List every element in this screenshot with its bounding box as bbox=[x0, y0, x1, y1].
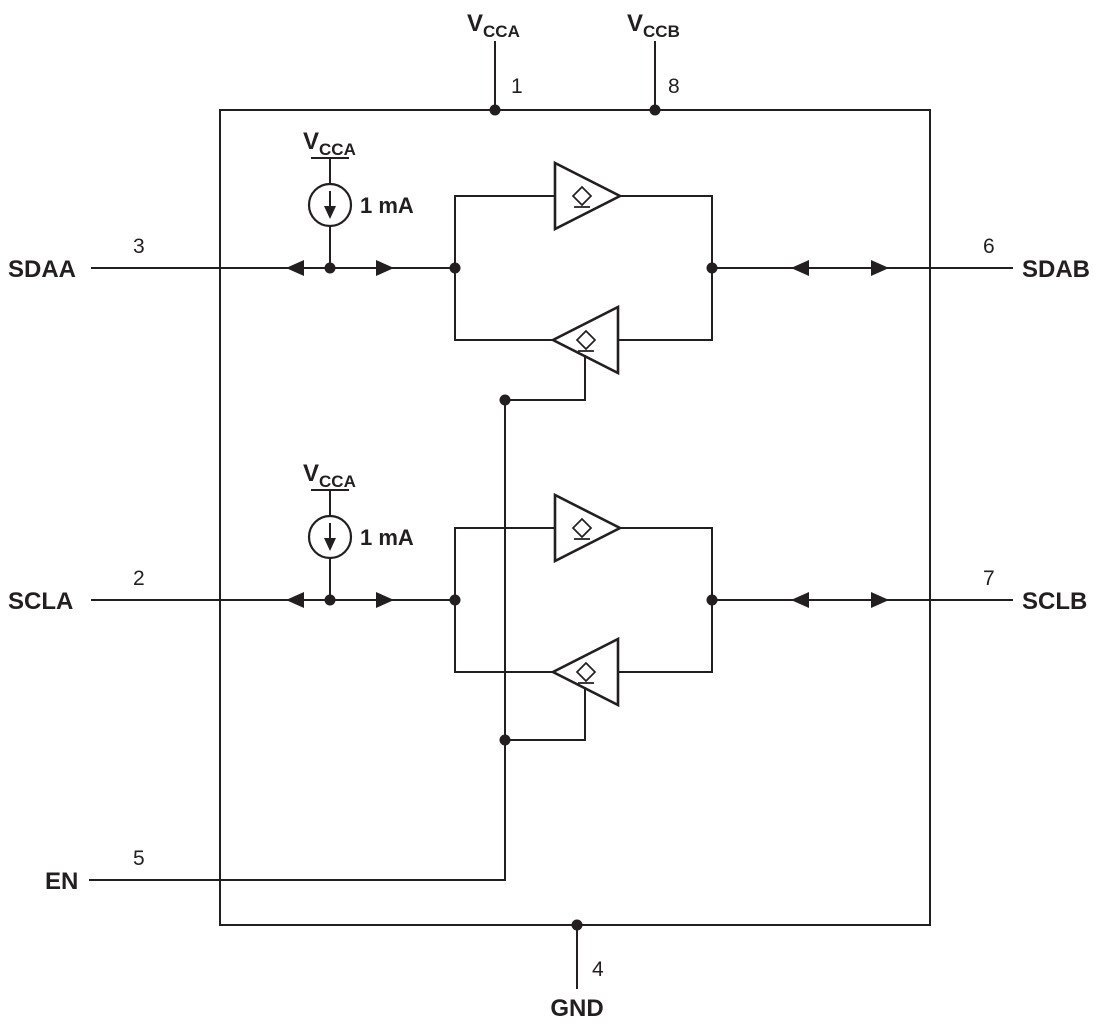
sda-current-source-arrowhead-icon bbox=[324, 206, 336, 219]
sda-current-source-value: 1 mA bbox=[360, 193, 414, 218]
en-pin-label: EN bbox=[45, 868, 78, 895]
sclb-right-arrowhead-icon bbox=[871, 592, 889, 608]
sda-buffer-a-to-b bbox=[553, 160, 623, 232]
scla-right-arrowhead-icon bbox=[376, 592, 394, 608]
sclb-pin-label: SCLB bbox=[1022, 588, 1087, 615]
sda-supply-sub: CCA bbox=[319, 140, 356, 159]
enable-network: EN 5 bbox=[45, 399, 506, 895]
vccb-junction-dot bbox=[649, 104, 661, 116]
sdaa-pin-label: SDAA bbox=[8, 256, 76, 283]
sda-supply-base: V bbox=[303, 128, 319, 155]
sdab-left-arrowhead-icon bbox=[791, 260, 809, 276]
vcca-label-sub: CCA bbox=[483, 22, 520, 41]
scl-supply-sub: CCA bbox=[319, 472, 356, 491]
scl-buffer-a-to-b bbox=[553, 492, 623, 564]
scl-enable-wire bbox=[504, 687, 586, 741]
sda-current-source: VCCA 1 mA bbox=[303, 128, 414, 269]
scla-pin-number: 2 bbox=[133, 567, 145, 590]
scl-enable-junction-dot bbox=[499, 734, 511, 746]
scl-current-source-value: 1 mA bbox=[360, 525, 414, 550]
scl-current-source: VCCA 1 mA bbox=[303, 460, 414, 601]
sdab-pin-number: 6 bbox=[983, 235, 995, 258]
sda-supply-label: VCCA bbox=[303, 128, 356, 159]
scl-channel: VCCA 1 mA SCLA 2 bbox=[8, 460, 1087, 746]
sda-b2a-accelerator-icon bbox=[575, 329, 597, 352]
gnd-pin-number: 4 bbox=[592, 958, 604, 981]
sda-enable-wire bbox=[504, 355, 586, 401]
scl-supply-label: VCCA bbox=[303, 460, 356, 491]
sdaa-left-arrowhead-icon bbox=[286, 260, 304, 276]
sdaa-source-junction-dot bbox=[324, 262, 336, 274]
gnd-pin: GND 4 bbox=[550, 919, 604, 1022]
scl-b2a-accelerator-icon bbox=[575, 661, 597, 684]
en-pin-number: 5 bbox=[133, 847, 145, 870]
sda-enable-junction-dot bbox=[499, 394, 511, 406]
vccb-label-sub: CCB bbox=[643, 22, 680, 41]
sdaa-right-arrowhead-icon bbox=[376, 260, 394, 276]
scl-current-source-arrowhead-icon bbox=[324, 538, 336, 551]
scla-pin-label: SCLA bbox=[8, 588, 73, 615]
sdab-pin-label: SDAB bbox=[1022, 256, 1090, 283]
gnd-pin-label: GND bbox=[550, 995, 603, 1022]
scl-a2b-accelerator-icon bbox=[571, 517, 593, 540]
sda-channel: VCCA 1 mA SDAA 3 bbox=[8, 128, 1090, 406]
top-supply-pins: VCCA VCCB 1 8 bbox=[467, 10, 680, 116]
sda-a2b-accelerator-icon bbox=[571, 185, 593, 208]
vcca-junction-dot bbox=[489, 104, 501, 116]
sdaa-pin-number: 3 bbox=[133, 235, 145, 258]
vccb-pin-label: VCCB bbox=[627, 10, 680, 41]
vcca-label-base: V bbox=[467, 10, 483, 37]
sdab-right-arrowhead-icon bbox=[871, 260, 889, 276]
scla-left-arrowhead-icon bbox=[286, 592, 304, 608]
scl-supply-base: V bbox=[303, 460, 319, 487]
vcca-pin-number: 1 bbox=[511, 75, 523, 98]
sclb-left-arrowhead-icon bbox=[791, 592, 809, 608]
vccb-pin-number: 8 bbox=[668, 75, 680, 98]
vcca-pin-label: VCCA bbox=[467, 10, 520, 41]
sclb-pin-number: 7 bbox=[983, 567, 995, 590]
scla-source-junction-dot bbox=[324, 594, 336, 606]
vccb-label-base: V bbox=[627, 10, 643, 37]
